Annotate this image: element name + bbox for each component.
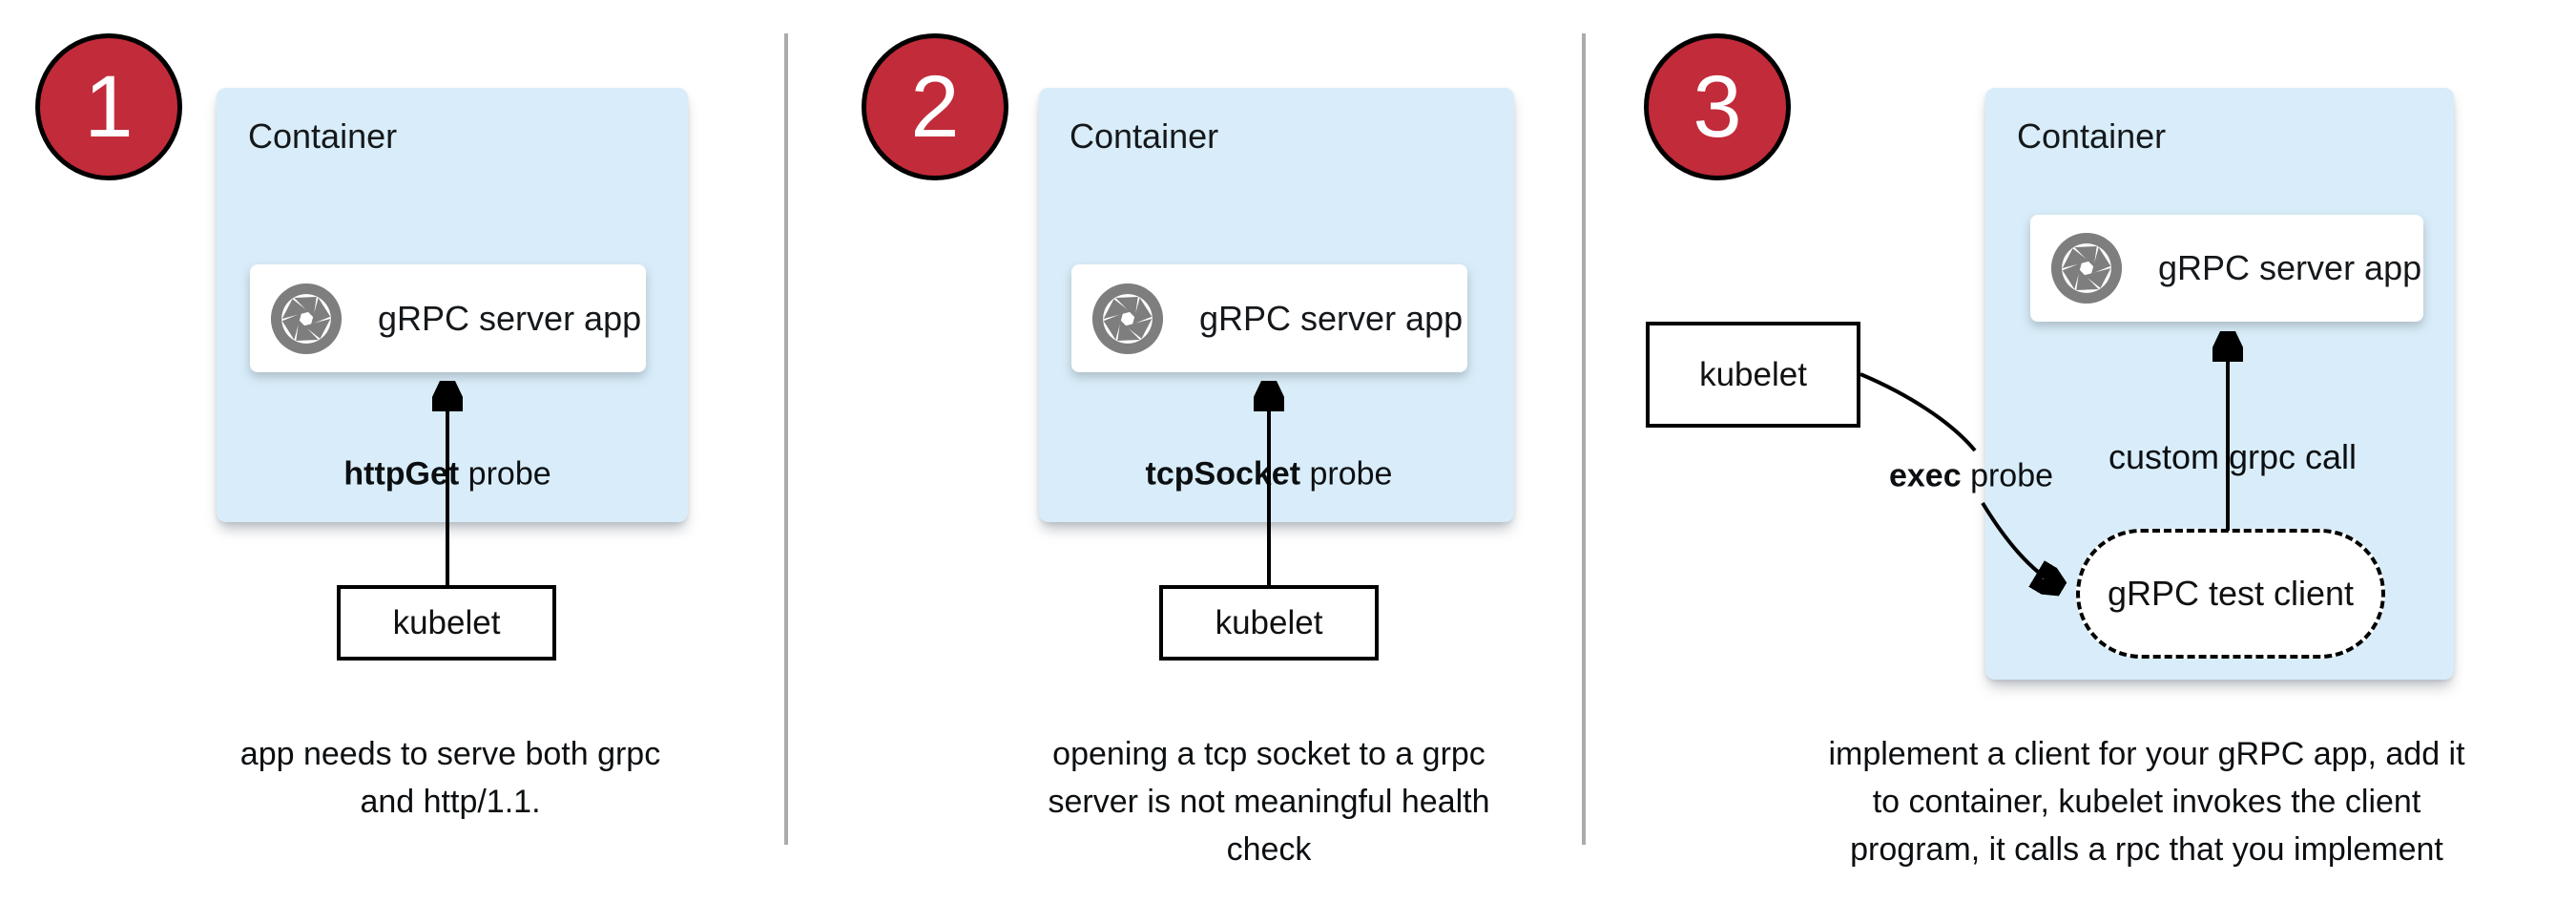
kubelet-box-2: kubelet bbox=[1159, 585, 1379, 661]
caption-line: and http/1.1. bbox=[360, 784, 541, 820]
kubelet-label: kubelet bbox=[1699, 355, 1807, 393]
probe-label-2: tcpSocket probe bbox=[1135, 453, 1402, 495]
kubelet-label: kubelet bbox=[1215, 603, 1323, 641]
caption-3: implement a client for your gRPC app, ad… bbox=[1828, 730, 2464, 873]
probe-word: probe bbox=[1300, 455, 1393, 493]
grpc-server-app-label: gRPC server app bbox=[1199, 298, 1464, 338]
aperture-icon bbox=[2050, 232, 2123, 304]
step-number-badge-1: 1 bbox=[35, 33, 182, 180]
caption-line: app needs to serve both grpc bbox=[239, 736, 661, 772]
panel-divider-1 bbox=[784, 33, 788, 845]
aperture-icon bbox=[270, 283, 343, 354]
grpc-server-app-box-1: gRPC server app bbox=[250, 264, 646, 372]
aperture-icon bbox=[1091, 283, 1164, 354]
grpc-test-client-label: gRPC test client bbox=[2107, 574, 2355, 613]
caption-line: to container, kubelet invokes the client bbox=[1872, 784, 2421, 820]
grpc-server-app-label: gRPC server app bbox=[2158, 248, 2422, 287]
caption-1: app needs to serve both grpc and http/1.… bbox=[240, 730, 660, 826]
caption-line: server is not meaningful health bbox=[1048, 784, 1490, 820]
probe-type: exec bbox=[1888, 457, 1962, 494]
panel-divider-2 bbox=[1582, 33, 1586, 845]
grpc-server-app-box-2: gRPC server app bbox=[1071, 264, 1467, 372]
caption-line: implement a client for your gRPC app, ad… bbox=[1828, 736, 2465, 772]
container-label-3: Container bbox=[2017, 116, 2167, 156]
container-label-2: Container bbox=[1070, 116, 1219, 156]
grpc-test-client-pill: gRPC test client bbox=[2076, 529, 2385, 659]
exec-probe-curve-upper bbox=[1859, 372, 1977, 452]
probe-label-3: exec probe bbox=[1889, 458, 2053, 495]
probe-type: httpGet bbox=[343, 455, 460, 493]
caption-2: opening a tcp socket to a grpc server is… bbox=[1048, 730, 1489, 873]
custom-grpc-call-label: custom grpc call bbox=[2098, 435, 2367, 479]
caption-line: check bbox=[1226, 831, 1312, 868]
probe-label-1: httpGet probe bbox=[334, 453, 561, 495]
kubelet-box-3: kubelet bbox=[1646, 322, 1860, 428]
step-number: 1 bbox=[84, 58, 134, 156]
grpc-server-app-box-3: gRPC server app bbox=[2030, 215, 2423, 322]
grpc-server-app-label: gRPC server app bbox=[378, 298, 642, 338]
probe-word: probe bbox=[1961, 457, 2054, 494]
probe-type: tcpSocket bbox=[1145, 455, 1301, 493]
step-number-badge-3: 3 bbox=[1644, 33, 1791, 180]
step-number: 2 bbox=[910, 58, 960, 156]
probe-word: probe bbox=[459, 455, 551, 493]
kubelet-box-1: kubelet bbox=[337, 585, 556, 661]
container-label-1: Container bbox=[248, 116, 398, 156]
kubelet-label: kubelet bbox=[392, 603, 501, 641]
caption-line: program, it calls a rpc that you impleme… bbox=[1850, 831, 2443, 868]
step-number-badge-2: 2 bbox=[862, 33, 1008, 180]
caption-line: opening a tcp socket to a grpc bbox=[1052, 736, 1485, 772]
step-number: 3 bbox=[1693, 58, 1742, 156]
